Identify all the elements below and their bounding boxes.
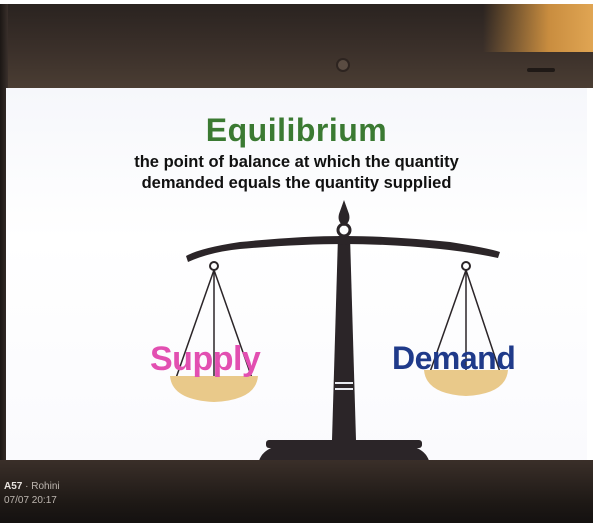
webcam-icon xyxy=(338,60,348,70)
slide-subtitle: the point of balance at which the quanti… xyxy=(0,152,593,194)
left-pan xyxy=(170,376,258,402)
scale-finial xyxy=(338,200,350,226)
scale-column xyxy=(332,236,356,440)
right-pan xyxy=(424,370,508,396)
camera-separator: · xyxy=(25,481,29,492)
scale-base-plate xyxy=(266,440,422,448)
wall-background xyxy=(483,4,593,52)
slide-screen xyxy=(6,88,587,464)
camera-datetime: 07/07 20:17 xyxy=(4,495,57,506)
left-chain-1 xyxy=(175,269,215,379)
bezel-notch xyxy=(527,68,555,72)
camera-owner: Rohini xyxy=(31,481,60,492)
camera-watermark: A57 · Rohini 07/07 20:17 xyxy=(4,480,60,508)
right-chain-1 xyxy=(429,269,467,373)
monitor-left-edge xyxy=(0,4,8,504)
scale-beam xyxy=(186,236,500,262)
supply-label: Supply xyxy=(150,340,261,378)
camera-device: A57 xyxy=(4,481,23,492)
left-hanger-ring xyxy=(209,261,219,271)
right-hanger-ring xyxy=(461,261,471,271)
slide-title: Equilibrium xyxy=(205,112,388,148)
left-chain-3 xyxy=(213,269,253,379)
monitor-bezel-bottom xyxy=(0,460,593,523)
demand-label: Demand xyxy=(392,340,516,376)
right-chain-3 xyxy=(465,269,501,373)
subtitle-line-1: the point of balance at which the quanti… xyxy=(134,153,459,171)
subtitle-line-2: demanded equals the quantity supplied xyxy=(141,174,452,192)
